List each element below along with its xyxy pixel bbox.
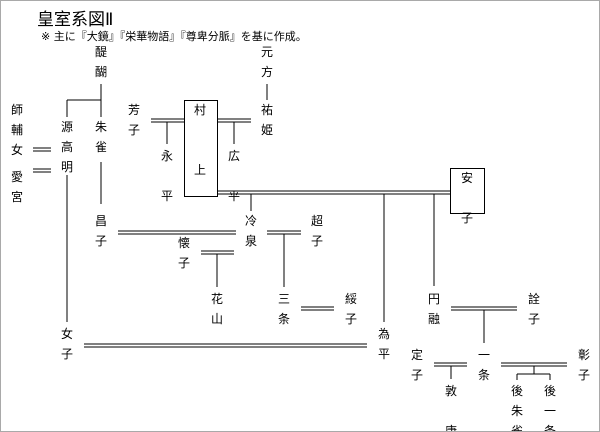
- person-enyu: 円 融: [427, 292, 440, 326]
- person-sukehime: 祐 姫: [260, 103, 273, 137]
- person-aimiya: 愛 宮: [10, 170, 23, 204]
- person-suzaku: 朱 雀: [94, 120, 107, 154]
- anshi-box: [450, 168, 485, 214]
- diagram-title: 皇室系図Ⅱ: [37, 10, 114, 30]
- person-suishi: 綏 子: [344, 292, 357, 326]
- person-teishi: 定 子: [410, 348, 423, 382]
- person-tamehira: 為 平: [377, 327, 390, 361]
- person-shoshi: 昌 子: [94, 214, 107, 248]
- person-senshi: 詮 子: [527, 292, 540, 326]
- person-anshi: 安 子: [460, 171, 473, 225]
- person-hoshi: 芳 子: [127, 103, 140, 137]
- person-shiho-jo: 師 輔 女: [10, 103, 23, 157]
- person-shoshi-akiko: 彰 子: [577, 348, 590, 382]
- source-note: ※ 主に『大鏡』『栄華物語』『尊卑分脈』を基に作成。: [41, 30, 307, 43]
- person-daigo: 醍 醐: [94, 45, 107, 79]
- person-murakami: 村 上: [193, 103, 206, 177]
- person-kohei: 広 平: [227, 149, 240, 203]
- person-atsuyasu: 敦 康: [444, 384, 457, 432]
- person-sanjo: 三 条: [277, 292, 290, 326]
- person-choshi: 超 子: [310, 214, 323, 248]
- person-ichijo: 一 条: [477, 348, 490, 382]
- person-minamoto-takaakira: 源 高 明: [60, 120, 73, 174]
- person-reizei: 冷 泉: [244, 214, 257, 248]
- person-goichijo: 後 一 条: [543, 384, 556, 432]
- person-genta: 元 方: [260, 45, 273, 79]
- person-eihei: 永 平: [160, 149, 173, 203]
- murakami-box: [184, 100, 218, 197]
- person-kazan: 花 山: [210, 292, 223, 326]
- person-kaishi: 懐 子: [177, 236, 190, 270]
- person-nyoshi: 女 子: [60, 327, 73, 361]
- person-gosuzaku: 後 朱 雀: [510, 384, 523, 432]
